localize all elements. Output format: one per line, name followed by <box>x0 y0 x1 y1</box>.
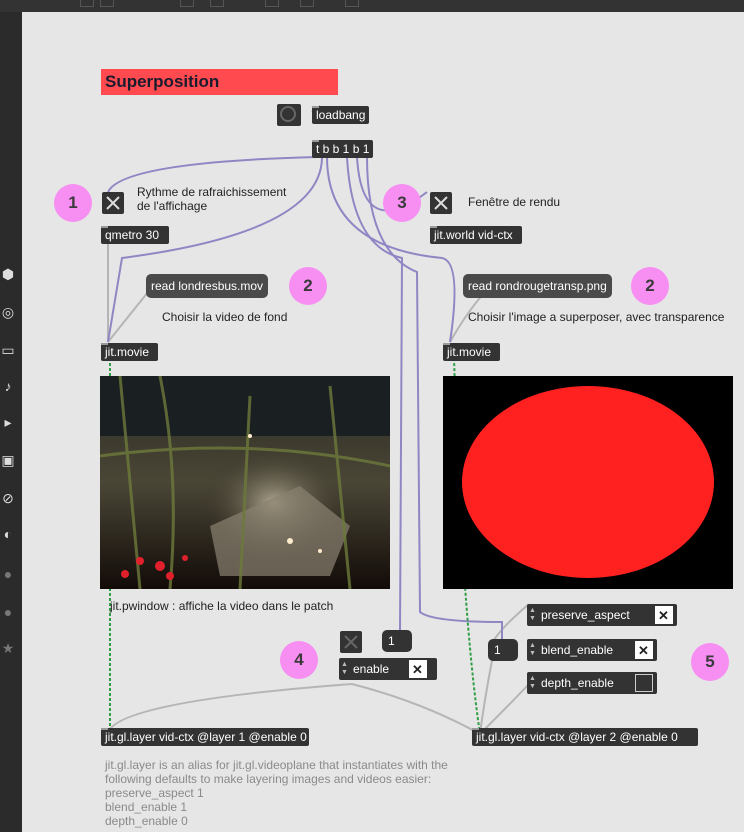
red-disc-image <box>462 386 714 578</box>
step-badge-2-left: 2 <box>289 267 327 305</box>
top-toolbar <box>0 0 744 12</box>
jit-world-object[interactable]: jit.world vid-ctx <box>430 226 522 244</box>
street-video-frame <box>100 376 390 589</box>
star-icon[interactable]: ★ <box>1 640 15 656</box>
step-badge-3: 3 <box>383 184 421 222</box>
film-icon[interactable]: ▭ <box>1 342 15 358</box>
stepper-arrows-icon: ▲▼ <box>529 675 536 690</box>
enable-attrui[interactable]: ▲▼ enable <box>339 658 437 681</box>
toolbar-tab-icon[interactable] <box>210 0 224 7</box>
beap-icon[interactable]: ● <box>3 604 13 620</box>
depth-enable-attrui[interactable]: ▲▼ depth_enable <box>527 672 657 694</box>
qmetro-object[interactable]: qmetro 30 <box>101 226 169 244</box>
step-badge-1: 1 <box>54 184 92 222</box>
number-box-blend[interactable]: 1 <box>488 639 518 661</box>
enable-label: enable <box>353 662 390 676</box>
page-title: Superposition <box>101 69 338 95</box>
preserve-aspect-checkbox[interactable] <box>655 605 673 627</box>
toolbar-tab-icon[interactable] <box>345 0 359 7</box>
stepper-arrows-icon: ▲▼ <box>529 642 536 657</box>
jit-gl-layer-1-object[interactable]: jit.gl.layer vid-ctx @layer 1 @enable 0 <box>101 728 309 746</box>
blend-enable-label: blend_enable <box>541 643 614 657</box>
layer-enable-toggle[interactable] <box>340 631 362 653</box>
toolbar-tab-icon[interactable] <box>100 0 114 7</box>
depth-enable-checkbox[interactable] <box>635 674 653 692</box>
choose-background-comment: Choisir la video de fond <box>162 310 288 324</box>
left-sidebar: ⬢ ◎ ▭ ♪ ▸ ▣ ⊘ ◐ ● ● ★ <box>0 12 22 832</box>
jit-gl-layer-comment: jit.gl.layer is an alias for jit.gl.vide… <box>105 758 448 828</box>
step-badge-5: 5 <box>691 643 729 681</box>
jit-gl-layer-2-object[interactable]: jit.gl.layer vid-ctx @layer 2 @enable 0 <box>472 728 698 746</box>
toolbar-tab-icon[interactable] <box>180 0 194 7</box>
qmetro-toggle[interactable] <box>102 192 124 214</box>
toggle-x-icon <box>344 635 358 649</box>
jit-movie-right-object[interactable]: jit.movie <box>443 343 500 361</box>
toolbar-tab-icon[interactable] <box>265 0 279 7</box>
trigger-object[interactable]: t b b 1 b 1 <box>312 140 373 158</box>
step-badge-2-right: 2 <box>631 267 669 305</box>
toggle-x-icon <box>434 196 448 210</box>
preserve-aspect-attrui[interactable]: ▲▼ preserve_aspect <box>527 604 677 627</box>
loadbang-bang-button[interactable] <box>277 104 301 126</box>
jit-movie-left-object[interactable]: jit.movie <box>101 343 158 361</box>
playlist-icon[interactable]: ▸ <box>4 414 12 430</box>
refresh-rate-comment: Rythme de rafraichissement de l'affichag… <box>137 185 287 213</box>
stepper-arrows-icon: ▲▼ <box>341 661 348 676</box>
read-londresbus-message[interactable]: read londresbus.mov <box>146 274 269 298</box>
blend-enable-attrui[interactable]: ▲▼ blend_enable <box>527 639 657 662</box>
toolbar-tab-icon[interactable] <box>80 0 94 7</box>
depth-enable-label: depth_enable <box>541 676 614 690</box>
target-icon[interactable]: ◎ <box>1 304 15 320</box>
preserve-aspect-label: preserve_aspect <box>541 608 630 622</box>
stepper-arrows-icon: ▲▼ <box>529 607 536 622</box>
vst-icon[interactable]: ● <box>3 566 13 582</box>
cube-icon[interactable]: ⬢ <box>1 266 15 282</box>
patcher-canvas[interactable]: Superposition loadbang t b b 1 b 1 1 Ryt… <box>22 12 744 832</box>
toolbar-tab-icon[interactable] <box>300 0 314 7</box>
blend-enable-checkbox[interactable] <box>635 640 653 662</box>
read-rondrouge-message[interactable]: read rondrougetransp.png <box>463 274 612 298</box>
image-icon[interactable]: ▣ <box>1 452 15 468</box>
toggle-x-icon <box>106 196 120 210</box>
bang-ring-icon <box>280 106 296 122</box>
paperclip-icon[interactable]: ⊘ <box>2 490 14 506</box>
render-window-toggle[interactable] <box>430 192 452 214</box>
loadbang-object[interactable]: loadbang <box>312 106 369 124</box>
pwindow-left-video[interactable] <box>100 376 390 589</box>
pwindow-comment: jit.pwindow : affiche la video dans le p… <box>110 599 334 613</box>
number-box-enable[interactable]: 1 <box>382 630 412 652</box>
plugin-icon[interactable]: ◐ <box>3 526 13 542</box>
pwindow-right-video[interactable] <box>443 376 733 589</box>
music-note-icon[interactable]: ♪ <box>4 378 12 394</box>
render-window-comment: Fenêtre de rendu <box>468 195 561 209</box>
step-badge-4: 4 <box>280 641 318 679</box>
choose-overlay-comment: Choisir l'image a superposer, avec trans… <box>468 310 725 324</box>
enable-checkbox[interactable] <box>409 659 427 681</box>
